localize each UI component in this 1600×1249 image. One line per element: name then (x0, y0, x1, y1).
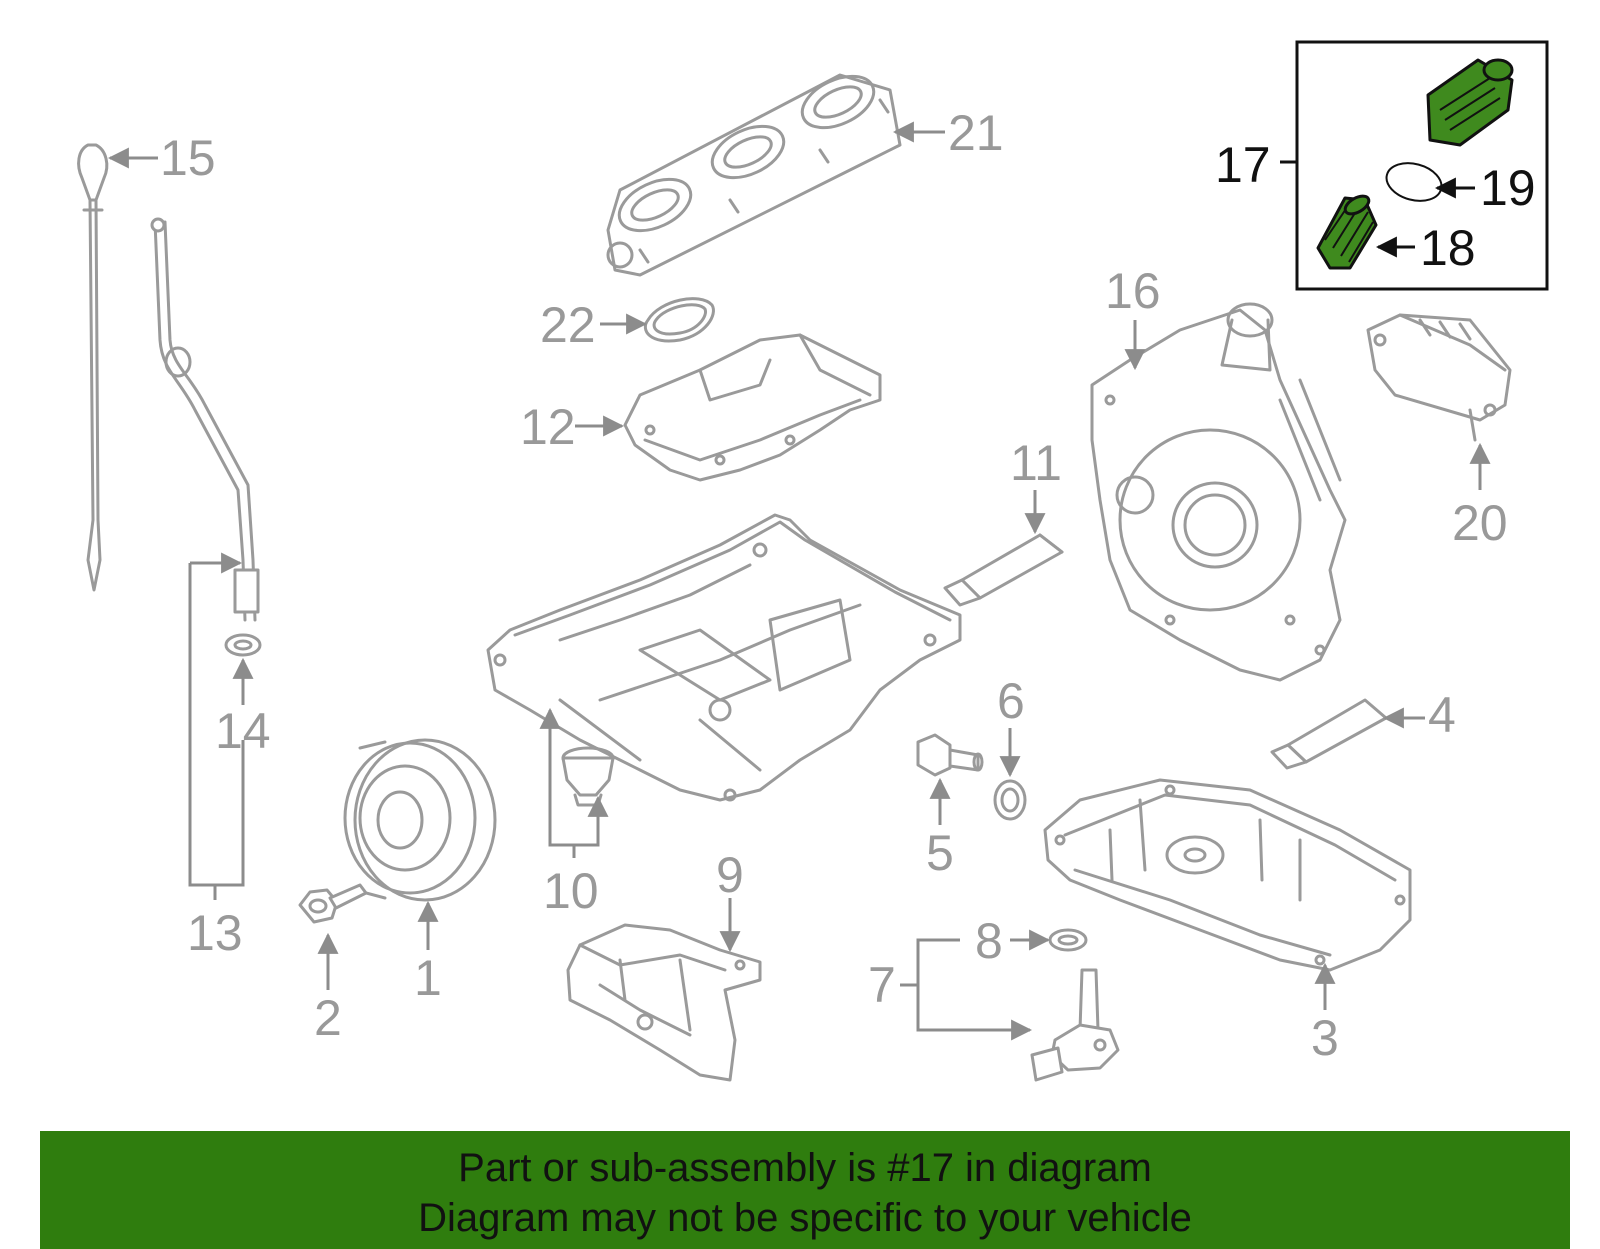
part-22-gasket (643, 297, 715, 343)
leader-7-bracket (916, 938, 1030, 1032)
callout-12: 12 (520, 399, 576, 455)
callout-8: 8 (975, 913, 1003, 969)
part-16-cover (1090, 302, 1347, 682)
part-13-dipstick-tube (150, 217, 260, 622)
callout-9: 9 (716, 847, 744, 903)
callout-4: 4 (1428, 687, 1456, 743)
part-1-pulley (343, 738, 497, 902)
callout-1: 1 (414, 950, 442, 1006)
info-banner: Part or sub-assembly is #17 in diagram D… (40, 1131, 1570, 1249)
part-2-bolt (298, 883, 368, 924)
banner-line-disclaimer: Diagram may not be specific to your vehi… (418, 1196, 1192, 1240)
part-4-sealant (1270, 698, 1388, 770)
callout-5: 5 (926, 825, 954, 881)
part-12-baffle (623, 333, 882, 482)
callout-21: 21 (948, 105, 1004, 161)
part-17-filter-assembly (1295, 40, 1549, 291)
callout-3: 3 (1311, 1010, 1339, 1066)
part-14-seal (224, 633, 262, 657)
part-10-strainer (561, 746, 615, 807)
callout-17: 17 (1215, 137, 1271, 193)
callout-7: 7 (868, 957, 896, 1013)
part-21-manifold (606, 73, 902, 277)
upper-oil-pan (486, 513, 962, 802)
callout-11: 11 (1010, 435, 1062, 491)
callout-2: 2 (314, 990, 342, 1046)
part-6-washer (993, 779, 1027, 821)
callout-labels: 15 21 22 12 16 11 20 4 6 5 3 1 2 9 14 13… (160, 105, 1536, 1066)
callout-20: 20 (1452, 495, 1508, 551)
callout-16: 16 (1105, 263, 1161, 319)
callout-13: 13 (187, 905, 243, 961)
callout-15: 15 (160, 130, 216, 186)
part-5-bolt (916, 733, 984, 777)
callout-14: 14 (215, 703, 271, 759)
part-15-dipstick (77, 143, 109, 592)
part-3-lower-pan (1043, 778, 1412, 972)
callout-18: 18 (1420, 220, 1476, 276)
part-20-cooler (1366, 313, 1512, 442)
callout-22: 22 (540, 297, 596, 353)
part-9-bracket (566, 923, 762, 1082)
part-11-sealant (943, 533, 1064, 607)
leader-lines-highlight (1280, 160, 1475, 258)
callout-6: 6 (997, 673, 1025, 729)
part-7-sensor (1030, 968, 1120, 1082)
banner-line-part: Part or sub-assembly is #17 in diagram (458, 1146, 1152, 1190)
callout-19: 19 (1480, 160, 1536, 216)
callout-10: 10 (543, 863, 599, 919)
leader-lines (107, 121, 1491, 1041)
part-8-seal (1048, 928, 1088, 952)
